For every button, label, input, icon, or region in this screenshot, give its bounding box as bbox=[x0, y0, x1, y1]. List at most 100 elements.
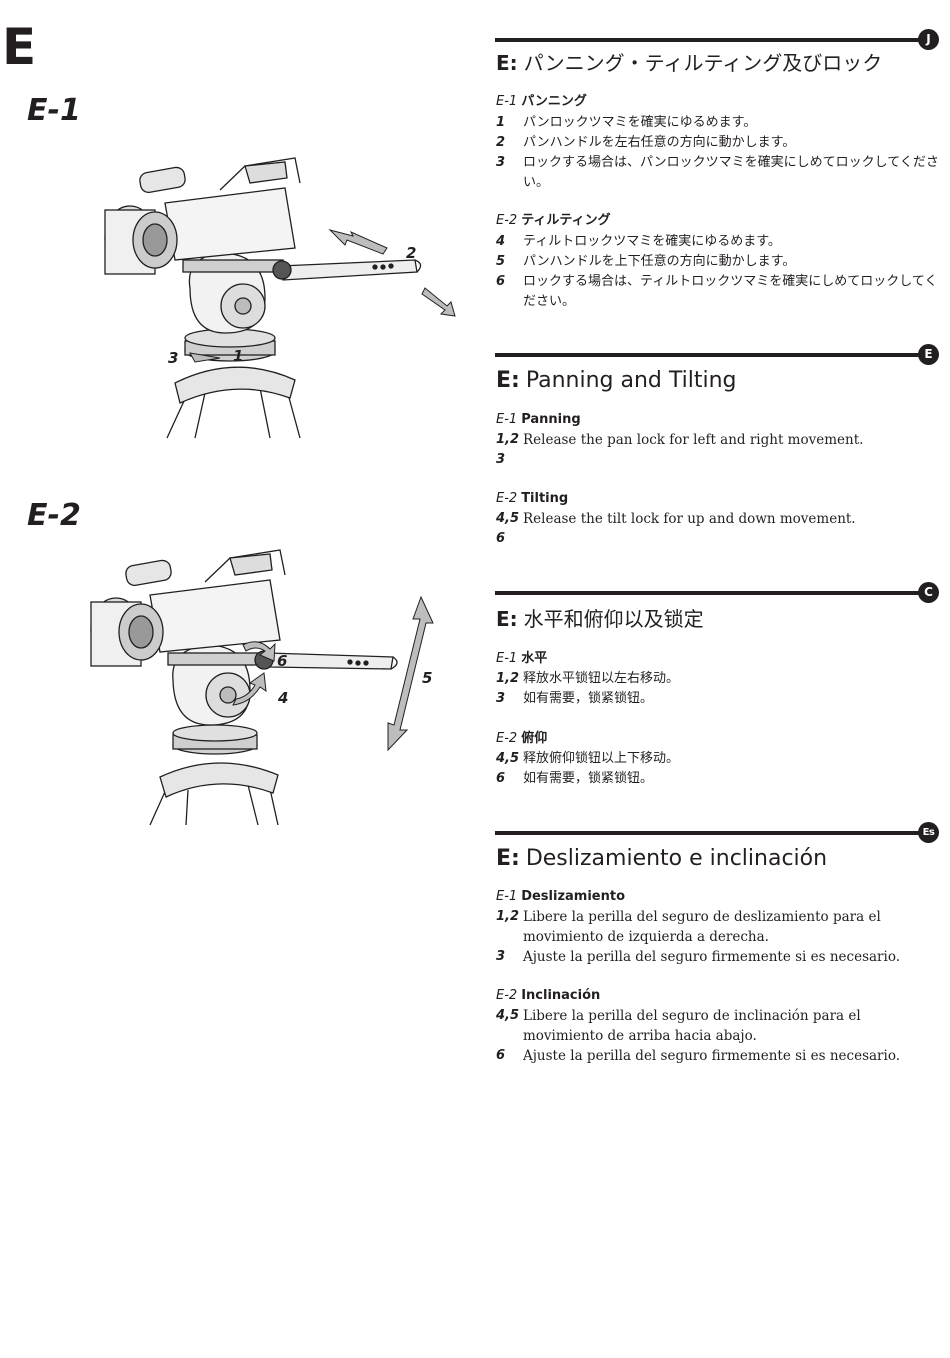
step-number: 3 bbox=[496, 691, 506, 706]
language-badge-c: C bbox=[918, 582, 939, 603]
section-prefix: E: bbox=[496, 51, 518, 75]
language-badge-e: E bbox=[918, 344, 939, 365]
callout-5: 5 bbox=[422, 669, 432, 687]
callout-4: 4 bbox=[277, 689, 288, 707]
section-title-text: パンニング・ティルティング及びロック bbox=[523, 51, 883, 75]
step-text: 释放俯仰锁钮以上下移动。 bbox=[523, 751, 680, 766]
step-number: 5 bbox=[496, 254, 506, 269]
step-item: 3 Ajuste la perilla del seguro firmemente… bbox=[496, 947, 946, 967]
step-text: ティルトロックツマミを確実にゆるめます。 bbox=[523, 234, 781, 249]
step-item: 4 ティルトロックツマミを確実にゆるめます。 bbox=[496, 232, 946, 252]
figure-e1-illustration: 2 1 3 bbox=[104, 157, 456, 439]
step-number: 1,2 bbox=[496, 671, 520, 686]
callout-1: 1 bbox=[233, 347, 243, 365]
step-number: 2 bbox=[496, 135, 506, 150]
subheading-name: 俯仰 bbox=[521, 731, 548, 746]
step-text: パンハンドルを左右任意の方向に動かします。 bbox=[523, 135, 796, 150]
step-item: 2 パンハンドルを左右任意の方向に動かします。 bbox=[496, 133, 946, 153]
step-number: 1 bbox=[496, 115, 506, 130]
step-number: 4,5 bbox=[496, 751, 520, 766]
section-rule bbox=[495, 38, 927, 42]
step-text: 如有需要，锁紧锁钮。 bbox=[523, 691, 654, 706]
step-text: Release the pan lock for left and right … bbox=[523, 432, 864, 448]
step-number: 1,2 bbox=[496, 432, 520, 447]
language-badge-j: J bbox=[918, 29, 939, 50]
step-number: 3 bbox=[496, 452, 506, 467]
subheading-code: E-2 bbox=[496, 731, 518, 746]
subheading-code: E-1 bbox=[496, 412, 518, 427]
subheading-name: Panning bbox=[521, 412, 581, 427]
section-title-text: Deslizamiento e inclinación bbox=[525, 846, 828, 871]
section-rule bbox=[495, 353, 927, 357]
section-title-text: 水平和俯仰以及锁定 bbox=[523, 607, 704, 631]
step-text: Ajuste la perilla del seguro firmemente … bbox=[523, 949, 901, 965]
step-text: 释放水平锁钮以左右移动。 bbox=[523, 671, 680, 686]
subheading-code: E-1 bbox=[496, 651, 518, 666]
step-number: 6 bbox=[496, 771, 506, 786]
subheading-code: E-1 bbox=[496, 889, 518, 904]
figure-e2-label: E-2 bbox=[27, 498, 81, 533]
step-number: 4 bbox=[496, 234, 506, 249]
step-number: 3 bbox=[496, 155, 506, 170]
callout-2: 2 bbox=[406, 244, 416, 262]
step-text: 如有需要，锁紧锁钮。 bbox=[523, 771, 654, 786]
section-title: E:Panning and Tilting bbox=[496, 370, 737, 392]
subheading-code: E-1 bbox=[496, 94, 518, 109]
step-number: 3 bbox=[496, 949, 506, 964]
page-letter: E bbox=[2, 18, 37, 76]
step-number: 1,2 bbox=[496, 909, 520, 924]
step-item: 3 ロックする場合は、パンロックツマミを確実にしめてロックしてください。 bbox=[496, 153, 946, 193]
section-title: E:Deslizamiento e inclinación bbox=[496, 848, 827, 870]
step-number: 6 bbox=[496, 531, 506, 546]
subheading-code: E-2 bbox=[496, 491, 518, 506]
callout-3: 3 bbox=[168, 349, 178, 367]
step-item: 6 如有需要，锁紧锁钮。 bbox=[496, 769, 946, 789]
section-prefix: E: bbox=[496, 846, 520, 871]
step-text: Release the tilt lock for up and down mo… bbox=[523, 511, 856, 527]
language-badge-es: Es bbox=[918, 822, 939, 843]
section-title: E:パンニング・ティルティング及びロック bbox=[496, 53, 882, 73]
step-text: ロックする場合は、パンロックツマミを確実にしめてロックしてください。 bbox=[523, 155, 939, 190]
subheading-name: ティルティング bbox=[521, 213, 611, 228]
step-number: 4,5 bbox=[496, 511, 520, 526]
figure-e2-illustration: 6 4 5 bbox=[90, 549, 434, 826]
step-item: 3 如有需要，锁紧锁钮。 bbox=[496, 689, 946, 709]
subheading-code: E-2 bbox=[496, 213, 518, 228]
section-title: E:水平和俯仰以及锁定 bbox=[496, 609, 704, 629]
section-title-text: Panning and Tilting bbox=[525, 368, 737, 393]
step-text: Libere la perilla del seguro de deslizam… bbox=[523, 909, 881, 945]
callout-6: 6 bbox=[277, 652, 287, 670]
section-prefix: E: bbox=[496, 607, 518, 631]
section-prefix: E: bbox=[496, 368, 520, 393]
subheading-name: パンニング bbox=[521, 94, 587, 109]
step-text: パンロックツマミを確実にゆるめます。 bbox=[523, 115, 757, 130]
figure-e1-label: E-1 bbox=[27, 93, 81, 128]
step-number: 4,5 bbox=[496, 1008, 520, 1023]
subheading-name: Tilting bbox=[521, 491, 569, 506]
step-item: 6 ロックする場合は、ティルトロックツマミを確実にしめてロックしてください。 bbox=[496, 272, 946, 312]
section-rule bbox=[495, 831, 927, 835]
step-number: 6 bbox=[496, 1048, 506, 1063]
subheading-code: E-2 bbox=[496, 988, 518, 1003]
step-text: ロックする場合は、ティルトロックツマミを確実にしめてロックしてください。 bbox=[523, 274, 938, 309]
subheading-name: Deslizamiento bbox=[521, 889, 626, 904]
section-rule bbox=[495, 591, 927, 595]
step-text: Libere la perilla del seguro de inclinac… bbox=[523, 1008, 861, 1044]
step-number: 6 bbox=[496, 274, 506, 289]
